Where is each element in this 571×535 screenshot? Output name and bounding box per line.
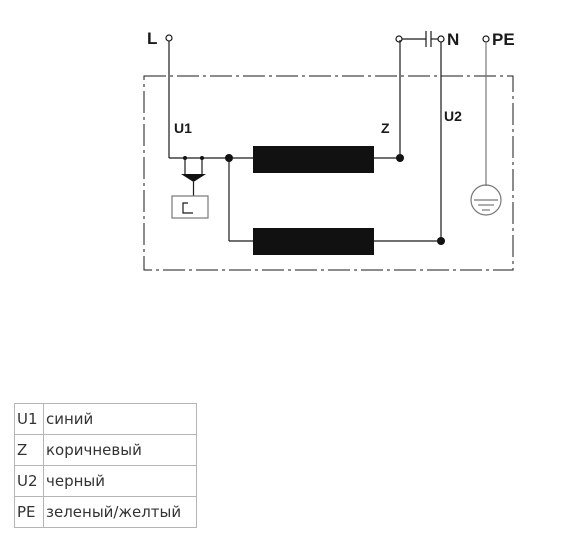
terminal-l-label: L	[147, 29, 157, 48]
legend-code: U2	[14, 465, 44, 497]
legend-row: U2 черный	[14, 465, 197, 497]
wire-u1-label: U1	[174, 120, 192, 136]
thermal-protector-symbol	[181, 174, 206, 182]
winding-lower	[253, 228, 374, 255]
legend-color: синий	[43, 403, 197, 435]
legend-row: U1 синий	[14, 403, 197, 435]
legend-code: Z	[14, 434, 44, 466]
wire-color-legend: U1 синий Z коричневый U2 черный PE зелен…	[14, 403, 197, 528]
terminal-pe-label: PE	[492, 30, 515, 49]
terminal-n-label: N	[447, 30, 459, 49]
legend-code: PE	[14, 496, 44, 528]
legend-row: PE зеленый/желтый	[14, 496, 197, 528]
wire-z-label: Z	[381, 120, 390, 136]
terminal-l-circle	[165, 34, 173, 42]
ground-icon	[470, 184, 502, 216]
legend-color: коричневый	[43, 434, 197, 466]
terminal-pe-circle	[482, 35, 490, 43]
legend-row: Z коричневый	[14, 434, 197, 466]
terminal-n-circle	[437, 35, 445, 43]
wiring-diagram: L U1 Z N U2 PE	[143, 29, 515, 271]
protector-contact	[182, 202, 193, 214]
legend-color: черный	[43, 465, 197, 497]
legend-color: зеленый/желтый	[43, 496, 197, 528]
capacitor-terminal-left	[395, 35, 403, 43]
legend-code: U1	[14, 403, 44, 435]
enclosure-outline	[143, 75, 514, 271]
wire-u2-label: U2	[444, 108, 462, 124]
winding-upper	[253, 146, 374, 173]
protector-housing	[171, 195, 209, 219]
